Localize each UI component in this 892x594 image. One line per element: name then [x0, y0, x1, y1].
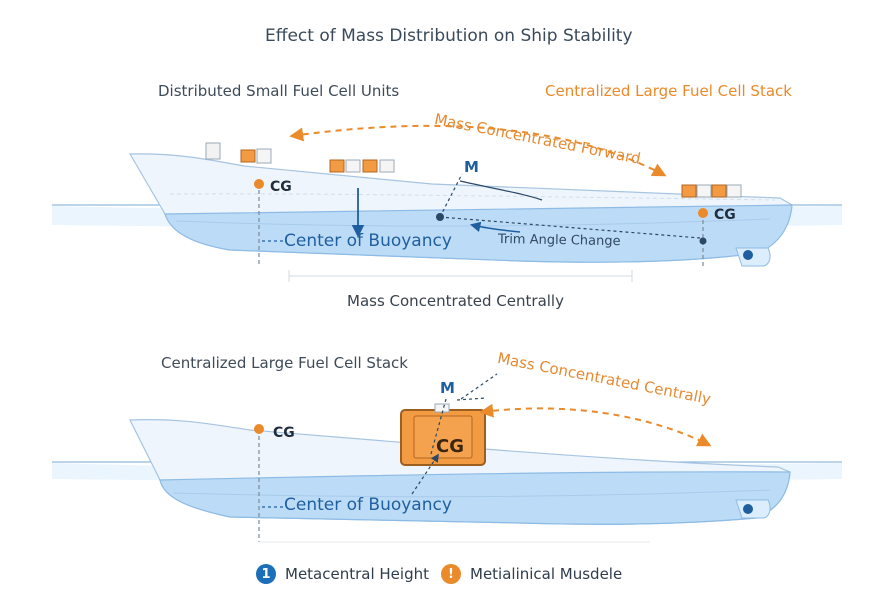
- top-cell-1: [205, 142, 221, 160]
- bottom-m-line-4: [411, 453, 439, 495]
- bottom-cg-left-label: CG: [273, 425, 295, 441]
- top-forward-arc: [289, 124, 667, 177]
- legend: 1 Metacentral Height ! Metialinical Musd…: [256, 562, 622, 586]
- bottom-buoyancy-label: Center of Buoyancy: [284, 495, 452, 515]
- legend-label-2: Metialinical Musdele: [470, 565, 623, 583]
- bottom-rudder: [735, 499, 771, 519]
- top-cg-left-label: CG: [270, 179, 292, 195]
- top-right-cell-3: [711, 184, 727, 198]
- top-right-fuel-cells: [681, 184, 742, 198]
- diagram-title: Effect of Mass Distribution on Ship Stab…: [265, 26, 633, 46]
- top-metacenter-label: M: [464, 158, 479, 176]
- top-keel-line: [175, 218, 771, 227]
- top-m-line-1: [439, 173, 463, 218]
- bottom-m-line-3: [456, 397, 487, 401]
- top-buoyancy-label: Center of Buoyancy: [284, 231, 452, 251]
- bottom-central-stack: [400, 403, 486, 466]
- bottom-metacenter-label: M: [440, 379, 455, 397]
- top-cg-right-label: CG: [714, 207, 736, 223]
- top-trim-label: Trim Angle Change: [497, 232, 621, 250]
- bottom-hull-underwater: [159, 471, 791, 525]
- top-cell-5: [345, 159, 361, 173]
- bottom-m-line-2: [460, 373, 498, 400]
- top-rudder: [735, 247, 771, 267]
- bottom-rudder-shape: [735, 499, 771, 519]
- top-curve-to-m: [459, 180, 543, 201]
- top-m-line-2: [439, 216, 701, 239]
- top-deck-line: [169, 193, 776, 201]
- stack-inner: [413, 415, 473, 459]
- legend-item-metacentral-height: 1 Metacentral Height: [256, 564, 429, 584]
- stack-cap: [434, 403, 450, 413]
- top-rudder-shape: [735, 247, 771, 267]
- top-cell-7: [379, 159, 395, 173]
- top-cell-3: [256, 148, 272, 164]
- bottom-central-arc: [479, 403, 712, 447]
- legend-label-1: Metacentral Height: [285, 565, 429, 583]
- top-cell-6: [362, 159, 378, 173]
- legend-item-musdele: ! Metialinical Musdele: [441, 564, 622, 584]
- top-right-heading: Centralized Large Fuel Cell Stack: [545, 82, 792, 100]
- bottom-keel-line: [172, 489, 771, 498]
- top-right-cell-1: [681, 184, 697, 198]
- top-left-heading: Distributed Small Fuel Cell Units: [158, 82, 400, 100]
- bottom-cg-left-marker: [254, 424, 264, 434]
- top-right-cell-2: [696, 184, 712, 198]
- bottom-propeller: [743, 504, 753, 514]
- legend-dot-2: !: [441, 564, 461, 584]
- legend-dot-1: 1: [256, 564, 276, 584]
- top-right-buoyancy-mark: [699, 237, 707, 245]
- top-cg-left-marker: [254, 179, 264, 189]
- top-caption: Mass Concentrated Centrally: [347, 292, 564, 310]
- bottom-cg-stack-label: CG: [436, 436, 464, 457]
- top-cell-4: [329, 159, 345, 173]
- top-cell-2: [240, 149, 256, 163]
- top-trim-arrow: [469, 221, 521, 233]
- top-right-cell-4: [726, 184, 742, 198]
- top-cg-right-marker: [698, 208, 708, 218]
- bottom-heading: Centralized Large Fuel Cell Stack: [161, 354, 408, 372]
- top-propeller: [743, 250, 753, 260]
